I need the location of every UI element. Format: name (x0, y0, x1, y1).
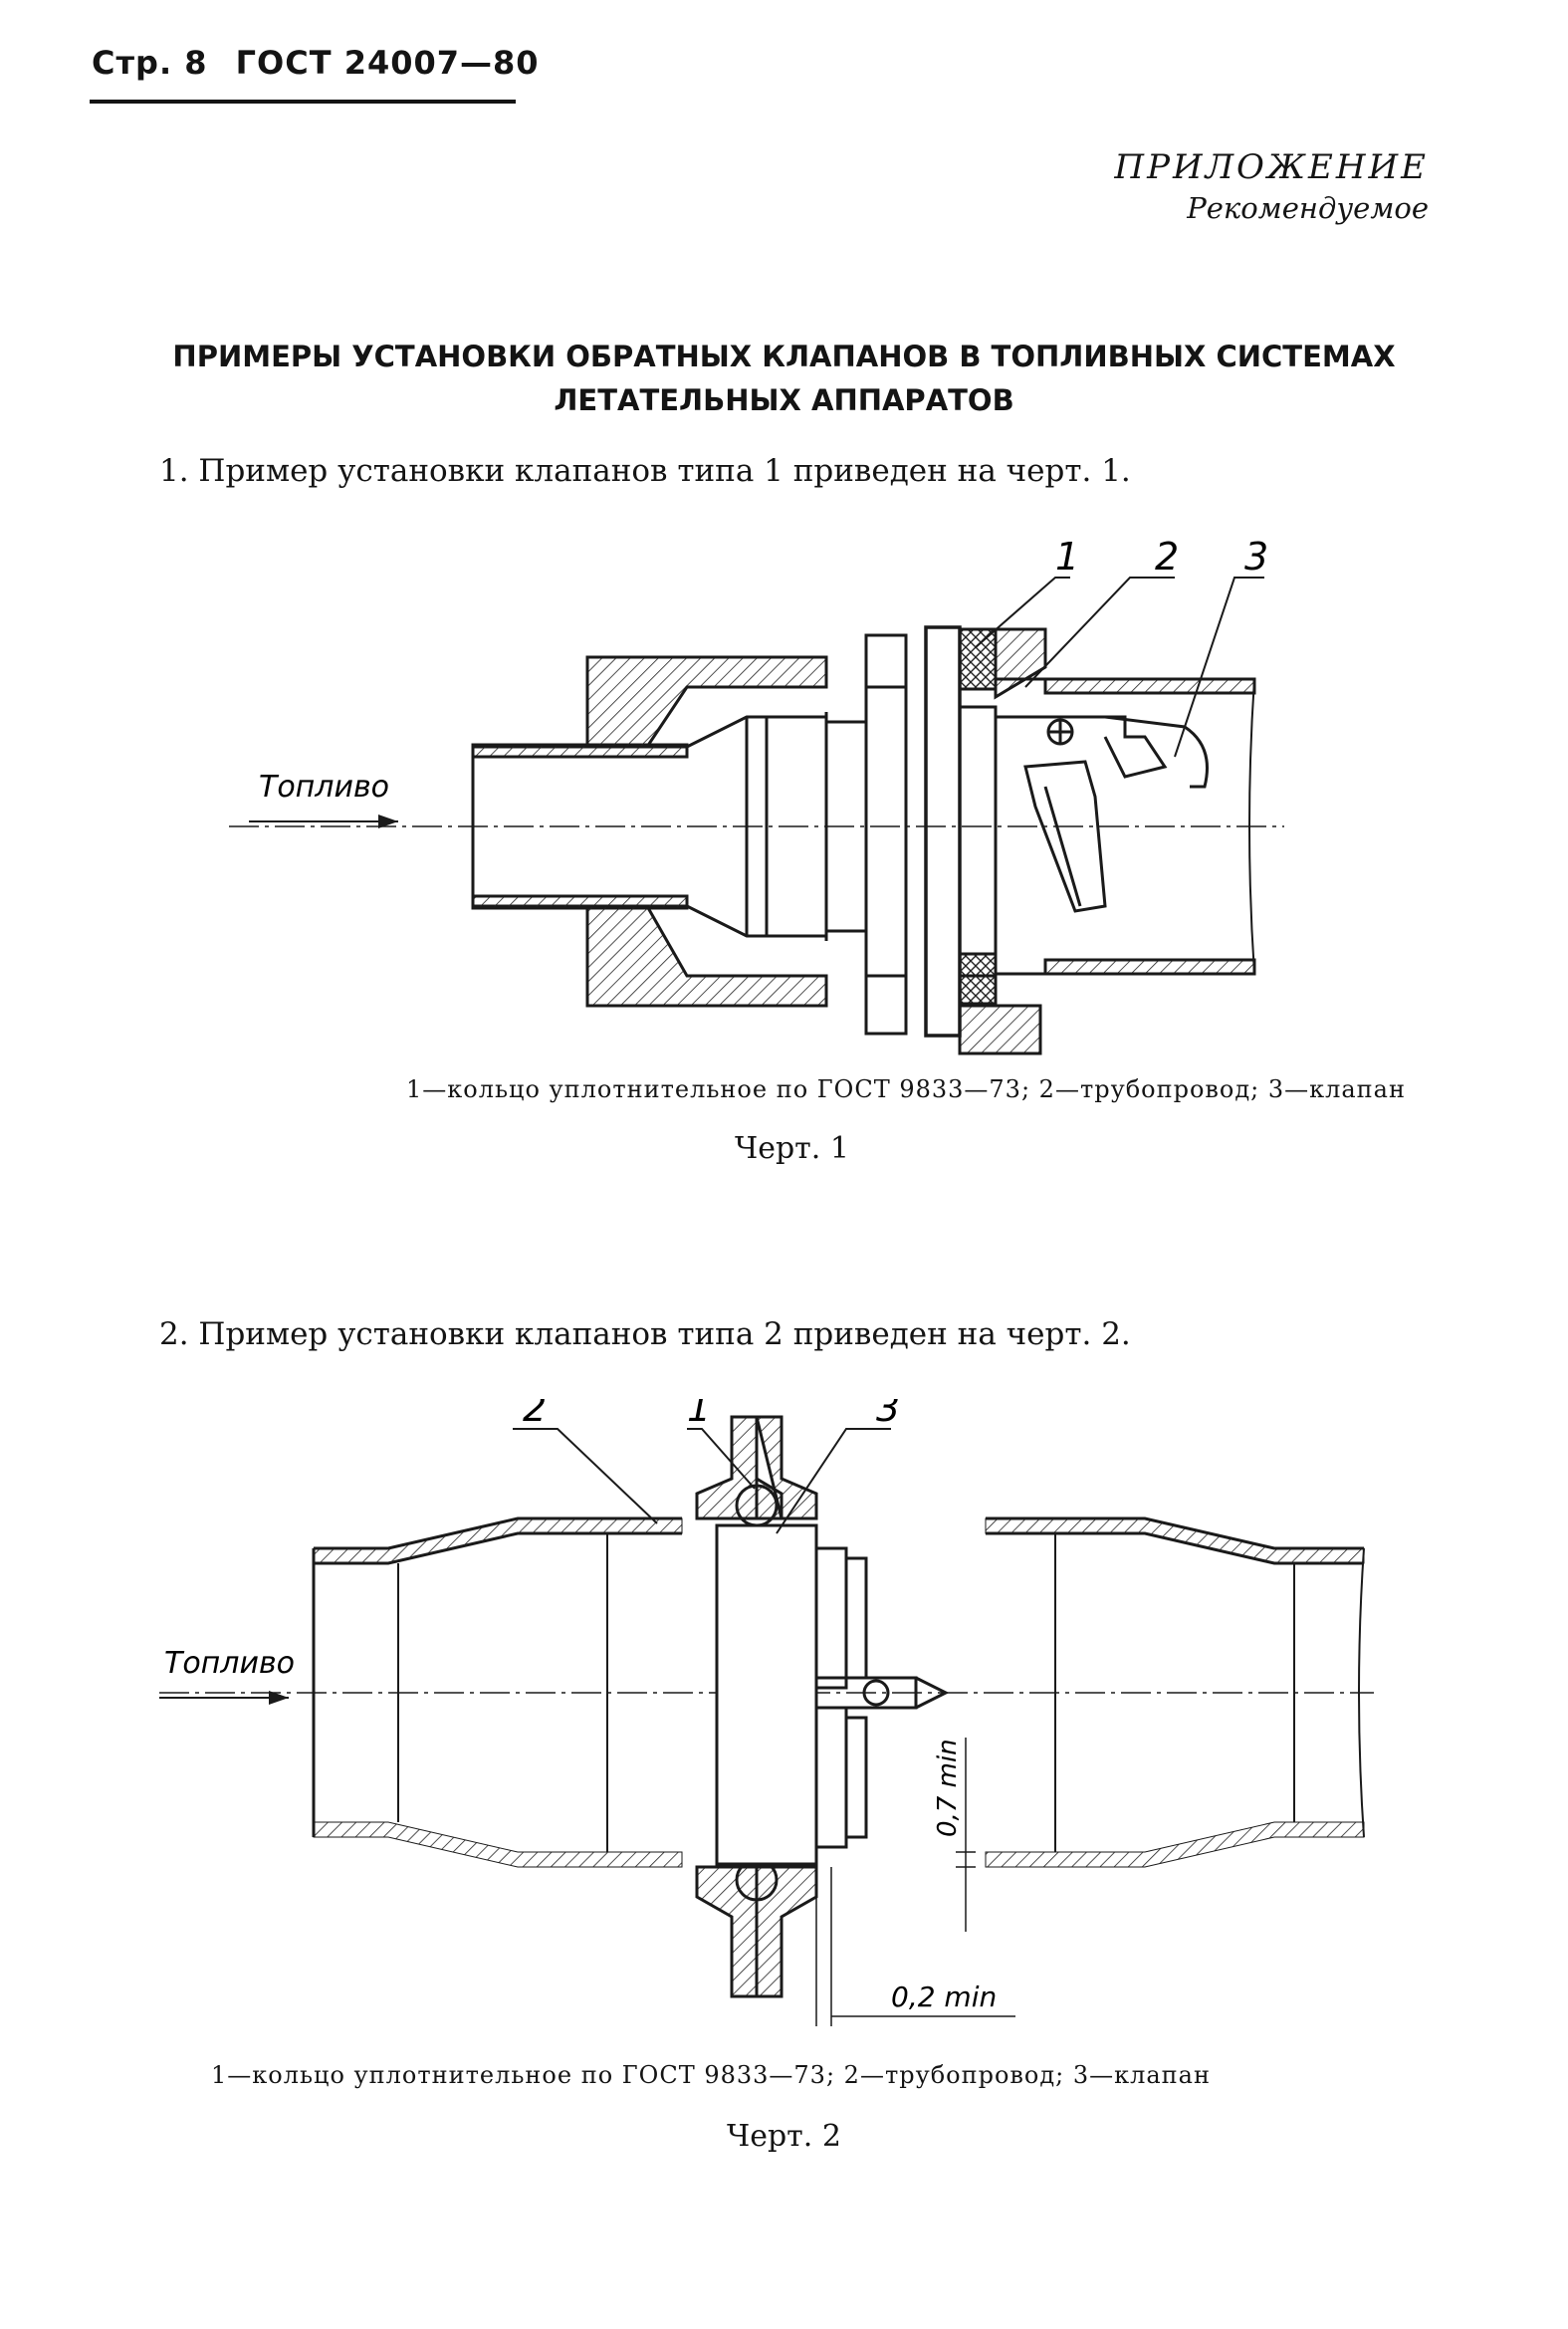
figure-1-number: Черт. 1 (735, 1131, 849, 1166)
figure-2-dim-horizontal: 0,2 min (891, 1980, 997, 2013)
figure-1-callout-3: 3 (1244, 538, 1268, 579)
document-title: ПРИМЕРЫ УСТАНОВКИ ОБРАТНЫХ КЛАПАНОВ В ТО… (0, 335, 1568, 422)
page-header: Стр. 8 ГОСТ 24007—80 (92, 44, 556, 82)
figure-1-caption: 1—кольцо уплотнительное по ГОСТ 9833—73;… (406, 1075, 1406, 1103)
figure-2-caption: 1—кольцо уплотнительное по ГОСТ 9833—73;… (211, 2061, 1211, 2089)
page-number: Стр. 8 (92, 44, 208, 82)
figure-1-flow-label: Топливо (259, 770, 389, 805)
figure-2-number: Черт. 2 (727, 2119, 841, 2154)
appendix-status: Рекомендуемое (1187, 191, 1429, 225)
section-1-text: 1. Пример установки клапанов типа 1 прив… (159, 453, 1131, 489)
appendix-label: ПРИЛОЖЕНИЕ (1114, 147, 1429, 187)
figure-2-callout-3: 3 (876, 1399, 900, 1430)
figure-1-callout-2: 2 (1155, 538, 1179, 579)
appendix-block: ПРИЛОЖЕНИЕ Рекомендуемое (1114, 147, 1429, 225)
figure-2-drawing: Топливо 2 1 3 0,7 min 0,2 min (159, 1399, 1374, 2026)
standard-number: ГОСТ 24007—80 (235, 44, 540, 82)
figure-2-callout-2: 2 (523, 1399, 547, 1430)
section-2-text: 2. Пример установки клапанов типа 2 прив… (159, 1316, 1131, 1352)
title-line-2: ЛЕТАТЕЛЬНЫХ АППАРАТОВ (554, 383, 1014, 417)
figure-1-drawing: Топливо 1 2 3 (229, 538, 1284, 1055)
figure-2-dim-vertical: 0,7 min (933, 1739, 963, 1837)
figure-2-flow-label: Топливо (164, 1646, 295, 1681)
figure-1-callout-1: 1 (1055, 538, 1079, 579)
header-rule (90, 100, 516, 104)
title-line-1: ПРИМЕРЫ УСТАНОВКИ ОБРАТНЫХ КЛАПАНОВ В ТО… (172, 340, 1396, 373)
figure-2-callout-1: 1 (687, 1399, 711, 1430)
